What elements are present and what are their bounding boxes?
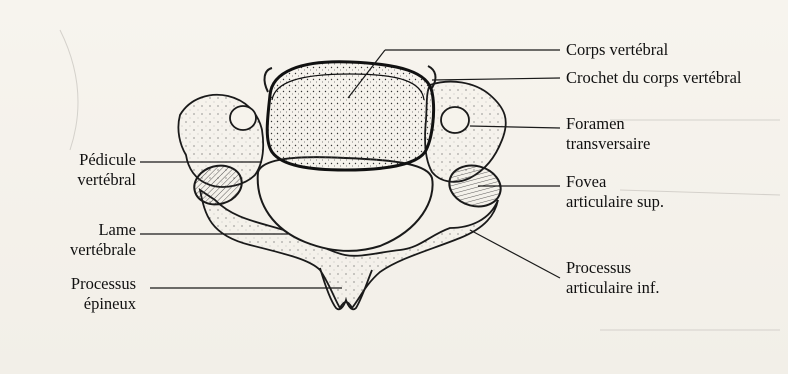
leader-crochet bbox=[432, 78, 560, 80]
label-foramen-2: transversaire bbox=[566, 134, 650, 154]
label-lame-1: Lame bbox=[40, 220, 136, 240]
label-pedicule-2: vertébral bbox=[40, 170, 136, 190]
label-foramen-1: Foramen bbox=[566, 114, 625, 134]
label-epineux-1: Processus bbox=[30, 274, 136, 294]
left-foramen-transversarium bbox=[230, 106, 256, 130]
right-foramen-transversarium bbox=[441, 107, 469, 133]
label-fovea-2: articulaire sup. bbox=[566, 192, 664, 212]
label-epineux-2: épineux bbox=[30, 294, 136, 314]
vertebral-body bbox=[267, 62, 433, 170]
label-lame-2: vertébrale bbox=[40, 240, 136, 260]
label-processus-art-1: Processus bbox=[566, 258, 631, 278]
label-crochet: Crochet du corps vertébral bbox=[566, 68, 741, 88]
label-pedicule-1: Pédicule bbox=[40, 150, 136, 170]
label-corps-vertebral: Corps vertébral bbox=[566, 40, 668, 60]
label-fovea-1: Fovea bbox=[566, 172, 606, 192]
leader-processus-art bbox=[470, 230, 560, 278]
label-processus-art-2: articulaire inf. bbox=[566, 278, 659, 298]
